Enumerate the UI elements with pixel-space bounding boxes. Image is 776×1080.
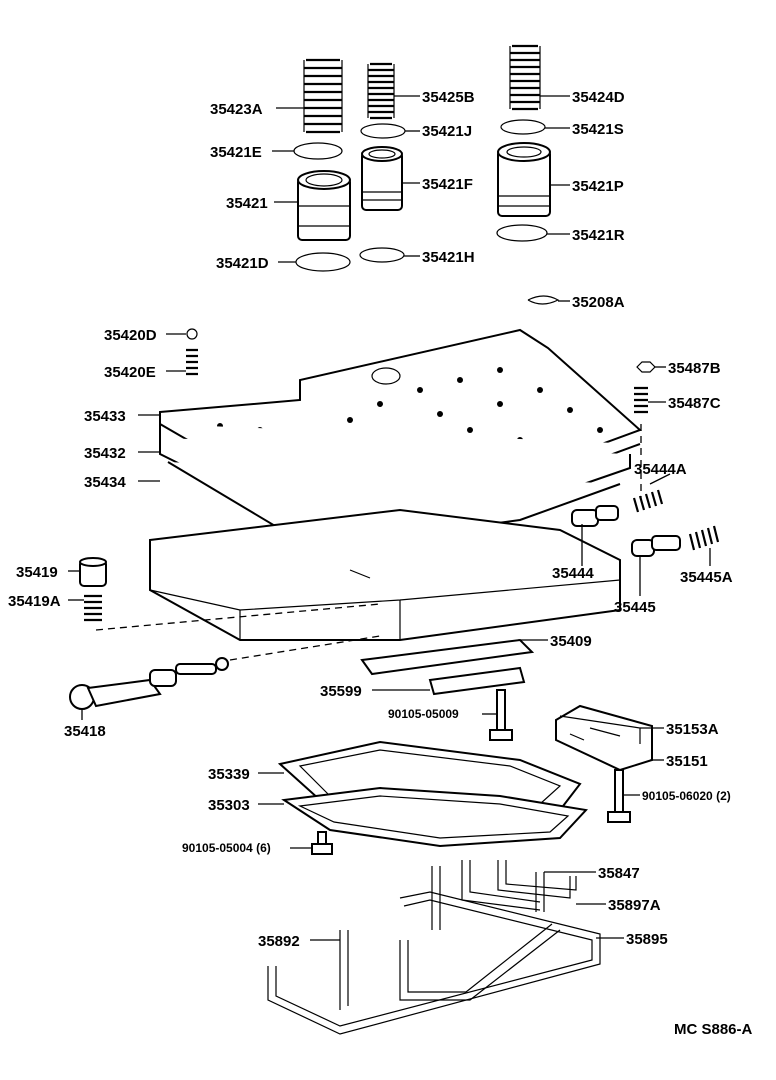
label-35897A: 35897A — [608, 897, 661, 914]
plate-35599 — [428, 666, 526, 696]
spring-35420E — [186, 348, 198, 376]
spring-35424D — [509, 44, 541, 111]
valve-body — [149, 508, 621, 641]
drawing-code: MC S886-A — [674, 1021, 753, 1038]
label-35409: 35409 — [550, 633, 592, 650]
label-35420D: 35420D — [104, 327, 157, 344]
ring-35421S — [500, 119, 546, 135]
label-35421: 35421 — [226, 195, 268, 212]
label-35445A: 35445A — [680, 569, 733, 586]
ring-35421E — [293, 142, 343, 160]
label-35423A: 35423A — [210, 101, 263, 118]
label-35421J: 35421J — [422, 123, 472, 140]
label-35153A: 35153A — [666, 721, 719, 738]
plate-35409 — [360, 638, 535, 676]
ring-35421R — [496, 224, 548, 242]
label-35425B: 35425B — [422, 89, 475, 106]
part-labels: 35423A 35425B 35424D 35421J 35421S 35421… — [8, 89, 753, 1038]
label-35444A: 35444A — [634, 461, 687, 478]
spring-35425B — [367, 62, 395, 120]
label-35487B: 35487B — [668, 360, 721, 377]
valve-35445 — [631, 535, 681, 557]
label-90105-05004: 90105-05004 (6) — [182, 841, 271, 855]
label-35421F: 35421F — [422, 176, 473, 193]
sleeve-35421 — [297, 170, 351, 241]
label-35433: 35433 — [84, 408, 126, 425]
label-90105-06020: 90105-06020 (2) — [642, 789, 731, 803]
label-35421P: 35421P — [572, 178, 624, 195]
sleeve-35421F — [361, 146, 403, 211]
label-35892: 35892 — [258, 933, 300, 950]
label-35421R: 35421R — [572, 227, 625, 244]
label-35339: 35339 — [208, 766, 250, 783]
label-35421D: 35421D — [216, 255, 269, 272]
spring-35423A — [303, 58, 343, 134]
label-35420E: 35420E — [104, 364, 156, 381]
label-35418: 35418 — [64, 723, 106, 740]
leader-lines — [68, 95, 711, 941]
ring-35421D — [295, 252, 351, 272]
spring-35444A — [632, 489, 664, 513]
label-35421H: 35421H — [422, 249, 475, 266]
valve-35418 — [69, 657, 229, 710]
ring-35421H — [359, 247, 405, 263]
bolt-90105-05004 — [311, 831, 333, 855]
label-35303: 35303 — [208, 797, 250, 814]
pipes-35895 — [267, 860, 601, 1035]
spring-35445A — [688, 525, 720, 551]
bolt-90105-06020 — [607, 769, 631, 823]
label-35599: 35599 — [320, 683, 362, 700]
ball-35420D — [186, 328, 198, 340]
ring-35421J — [360, 123, 406, 139]
label-35424D: 35424D — [572, 89, 625, 106]
detent-35151 — [555, 704, 653, 772]
label-35208A: 35208A — [572, 294, 625, 311]
bolt-90105-05009 — [489, 689, 513, 741]
label-35895: 35895 — [626, 931, 668, 948]
valve-35444 — [571, 505, 619, 527]
plug-35419 — [79, 557, 107, 587]
label-35151: 35151 — [666, 753, 708, 770]
label-35445: 35445 — [614, 599, 656, 616]
label-35444: 35444 — [552, 565, 594, 582]
label-35487C: 35487C — [668, 395, 721, 412]
sleeve-35421P — [497, 142, 551, 217]
clip-35208A — [527, 295, 560, 305]
spring-35419A — [84, 594, 102, 622]
label-90105-05009: 90105-05009 — [388, 707, 459, 721]
ball-35487B — [636, 361, 656, 373]
spring-35487C — [634, 386, 648, 414]
label-35419: 35419 — [16, 564, 58, 581]
label-35421E: 35421E — [210, 144, 262, 161]
label-35421S: 35421S — [572, 121, 624, 138]
label-35847: 35847 — [598, 865, 640, 882]
label-35419A: 35419A — [8, 593, 61, 610]
label-35434: 35434 — [84, 474, 126, 491]
label-35432: 35432 — [84, 445, 126, 462]
strainer-35303 — [281, 786, 589, 848]
